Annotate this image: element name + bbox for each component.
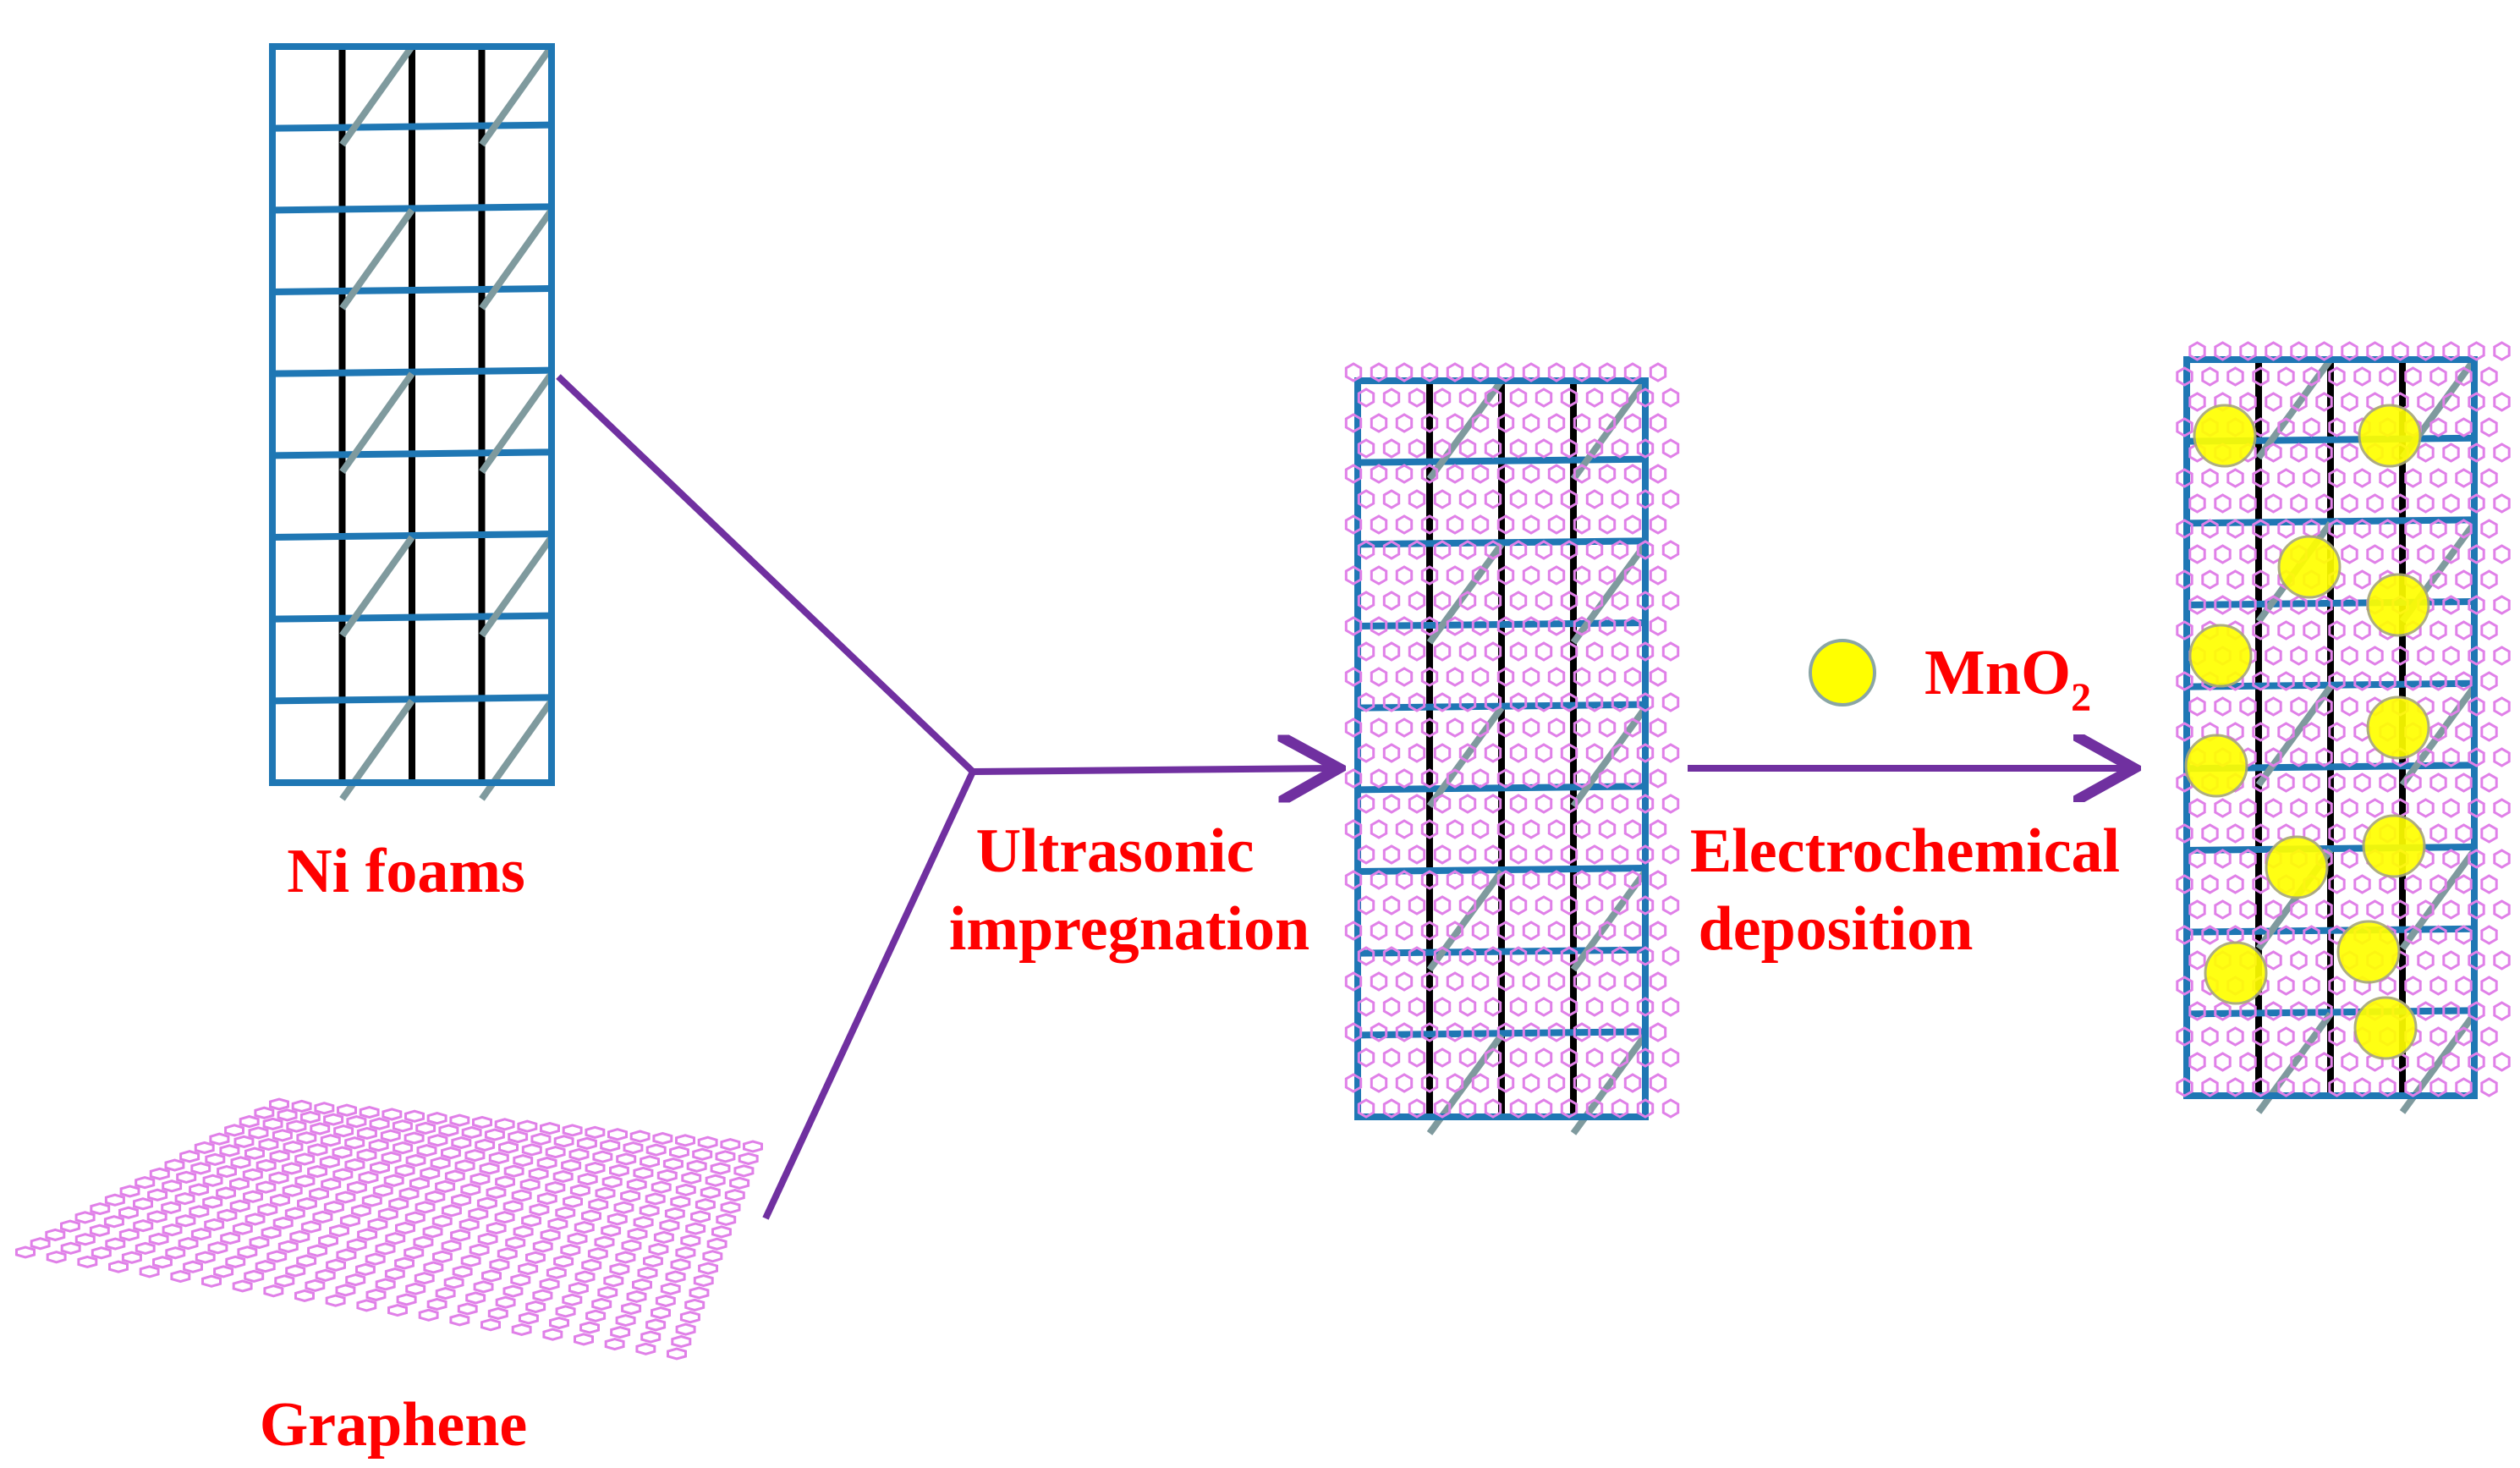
- mno2-graphene-foam-icon: [2176, 341, 2511, 1114]
- impregnation-label: impregnation: [949, 894, 1309, 964]
- arrow-ultrasonic: [972, 768, 1332, 772]
- deposition-label: deposition: [1699, 894, 1974, 964]
- electrochemical-label: Electrochemical: [1690, 816, 2120, 886]
- mno2-legend-label: MnO2: [1924, 637, 2091, 720]
- graphene-coated-foam-icon: [1344, 362, 1680, 1135]
- graphene-sheet-icon: [15, 1097, 763, 1361]
- connector-line-graphene: [762, 770, 976, 1220]
- mno2-subscript: 2: [2071, 675, 2091, 720]
- connector-line-ni-foam: [556, 374, 975, 774]
- ni-foam-grid-icon: [269, 43, 555, 801]
- mno2-main-text: MnO: [1924, 637, 2071, 708]
- graphene-label: Graphene: [260, 1390, 528, 1460]
- ultrasonic-label: Ultrasonic: [976, 816, 1255, 886]
- mno2-particle-icon: [1809, 639, 1876, 707]
- ni-foams-label: Ni foams: [287, 837, 525, 906]
